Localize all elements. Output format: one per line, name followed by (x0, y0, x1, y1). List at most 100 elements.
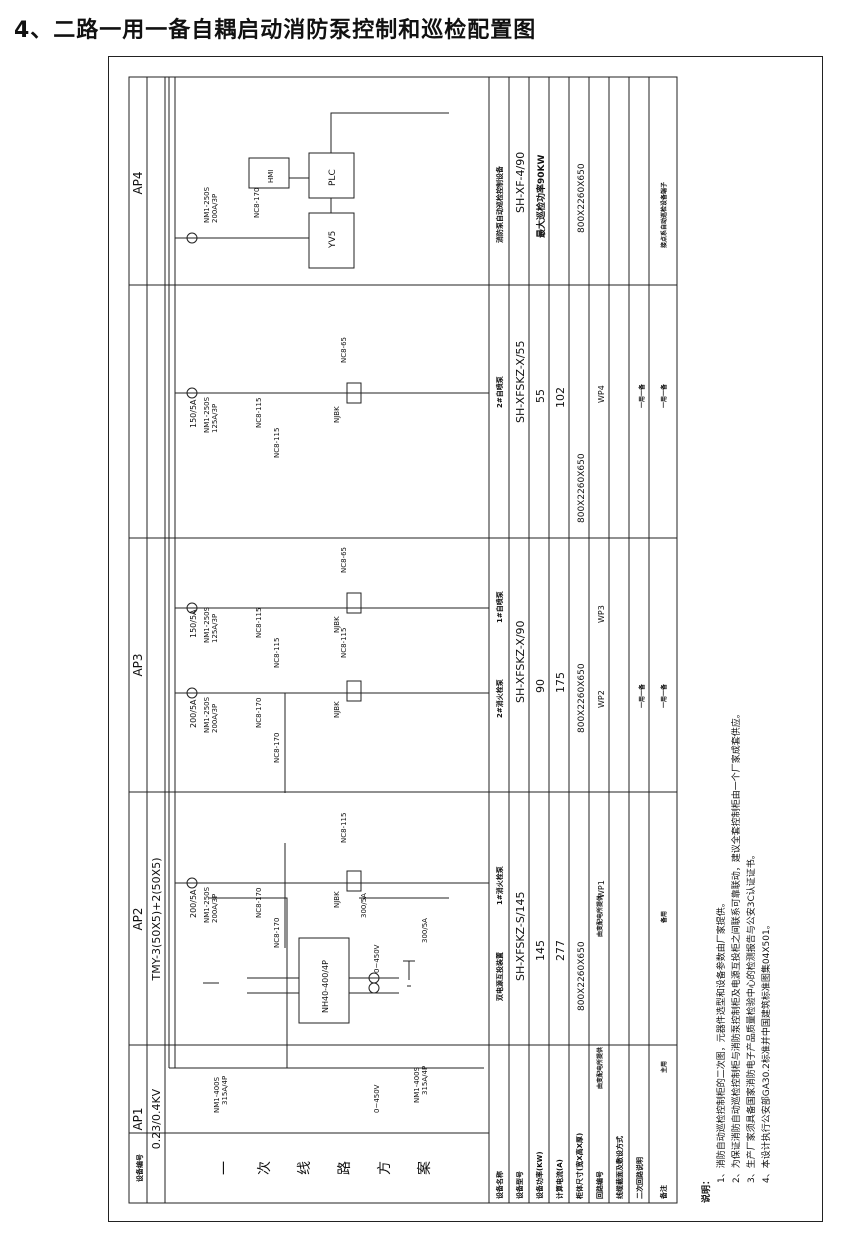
ap4-contactor: NC8-170 (253, 188, 261, 218)
scheme-char-4: 路 (337, 1161, 353, 1175)
ats-label: NH40-400/4P (321, 960, 330, 1013)
ap2-secondary: 一用一备 (638, 683, 646, 708)
row-label: 设备功率(KW) (535, 1151, 544, 1199)
panel-label-ap4: AP4 (131, 171, 145, 194)
drawing-sheet: AP1 AP2 AP3 AP4 0.23/0.4KV TMY-3(50X5)+2… (108, 56, 823, 1222)
ap2-contactor-main: NC8-170 (255, 888, 263, 918)
ap2-name-2: 2#消火栓泵 (495, 679, 504, 718)
ap4-size: 800X2260X650 (577, 163, 587, 233)
ap2-contactor-y: NC8-170 (273, 733, 281, 763)
note-line: 2、为保证消防自动巡检控制柜与消防泵控制柜及电源互投柜之间联系可靠联动，建议全套… (730, 709, 742, 1183)
ap4-circuit (175, 112, 449, 269)
ap1-breaker-1: NM1-400S315A/4P (213, 1076, 229, 1113)
ap2-power: 90 (534, 679, 547, 693)
ap2-circuit-2: WP2 (597, 690, 606, 708)
ap2-contactor-d: NC8-115 (340, 813, 348, 843)
row-label: 设备名称 (495, 1171, 504, 1199)
panel-label-ap2: AP2 (131, 907, 145, 930)
ap3-current: 102 (554, 387, 567, 408)
ap1-cable-a: 由变配电所提供 (596, 1047, 604, 1089)
ap2-note: 一用一备 (660, 683, 668, 708)
notes-heading: 说明： (700, 1176, 712, 1203)
busbar-spec: TMY-3(50X5)+2(50X5) (150, 857, 163, 981)
scheme-char-3: 线 (297, 1161, 313, 1175)
ap3-name-1: 1#自喷泵 (495, 591, 504, 623)
ct-1: 300/5A (360, 893, 368, 918)
hmi-box (248, 157, 290, 189)
ap1-power: 145 (534, 940, 547, 961)
scheme-char-5: 方 (377, 1161, 393, 1175)
row-label: 二次回路说明 (635, 1157, 644, 1199)
ap4-name: 消防泵自动巡检控制设备 (495, 165, 504, 243)
vfd-label: YV5 (328, 231, 338, 249)
ap3-relay: NJBK (333, 406, 341, 423)
schematic-svg: AP1 AP2 AP3 AP4 0.23/0.4KV TMY-3(50X5)+2… (128, 76, 772, 1204)
ap2-circuit-1: WP1 (597, 880, 606, 898)
ap2-breaker: NM1-250S200A/3P (203, 696, 219, 733)
ap3-circuit (175, 382, 489, 614)
ap2-name-1: 1#消火栓泵 (495, 866, 504, 905)
scheme-vertical-label: 一 次 线 路 方 案 (217, 1161, 433, 1175)
hmi-label: HMI (267, 170, 275, 183)
ap3-power: 55 (534, 389, 547, 403)
ap2-contactor-y: NC8-170 (273, 918, 281, 948)
ap3-ct: 150/5A (189, 609, 198, 638)
ap2-model: SH-XFSKZ-X/90 (514, 620, 527, 703)
ap3-size: 800X2260X650 (577, 453, 587, 523)
ap3-secondary: 一用一备 (638, 383, 646, 408)
ap3-circuit-1: WP3 (597, 605, 606, 623)
ap1-size: 800X2260X650 (577, 941, 587, 1011)
notes: 说明： 1、消防自动巡检控制柜的二次图，元器件选型和设备参数由厂家提供。 2、为… (700, 709, 772, 1203)
plc-label: PLC (328, 169, 338, 186)
busbar-voltage: 0.23/0.4KV (150, 1088, 163, 1149)
ap3-contactor-main: NC8-115 (255, 398, 263, 428)
ap4-model: SH-XF-4/90 (514, 152, 527, 213)
ap2-contactor-main: NC8-170 (255, 698, 263, 728)
ap2-ct: 200/5A (189, 889, 198, 918)
ap3-contactor-d: NC8-65 (340, 547, 348, 573)
note-line: 3、生产厂家须具备国家消防电子产品质量检验中心的检测报告与公安3C认证证书。 (745, 850, 757, 1183)
ap2-relay: NJBK (333, 891, 341, 908)
page-title: 4、二路一用一备自耦启动消防泵控制和巡检配置图 (14, 18, 537, 43)
row-label: 备注 (659, 1185, 668, 1200)
left-header: 设备编号 一 次 线 路 方 案 设备名称 设备型号 设备功率(KW) 计算电流… (135, 1133, 668, 1200)
ap3-name-2: 2#自喷泵 (495, 376, 504, 408)
ap2-labels: 200/5A 200/5A NM1-250S200A/3P NM1-250S20… (189, 620, 668, 948)
voltmeter-1: 0~450V (373, 1084, 381, 1113)
frame-grid (128, 76, 678, 1204)
scheme-char-1: 一 (217, 1161, 233, 1175)
ap4-breaker: NM1-250S200A/3P (203, 186, 219, 223)
ap3-labels: 150/5A 150/5A NM1-250S125A/3P NM1-250S12… (189, 337, 668, 668)
note-line: 4、本设计执行公安部GA30.2标准并中国建筑标准图集04X501。 (760, 920, 772, 1183)
ap3-contactor-main: NC8-115 (255, 608, 263, 638)
ap3-breaker: NM1-250S125A/3P (203, 396, 219, 433)
row-label-group: 设备名称 设备型号 设备功率(KW) 计算电流(A) 柜体尺寸(宽X高X厚) 回… (495, 1133, 668, 1200)
busbars (168, 77, 484, 1069)
ap1-name: 双电源互投装置 (495, 952, 504, 1001)
ap3-model: SH-XFSKZ-X/55 (514, 340, 527, 423)
ap3-ct: 150/5A (189, 399, 198, 428)
ap4-labels: NM1-250S200A/3P NC8-170 YV5 PLC HMI 消防泵自… (203, 152, 668, 249)
ap1-circuit (203, 897, 449, 1068)
ap4-power: 最大巡检功率90KW (535, 155, 547, 238)
rotated-drawing: AP1 AP2 AP3 AP4 0.23/0.4KV TMY-3(50X5)+2… (109, 57, 824, 1223)
ap3-breaker: NM1-250S125A/3P (203, 606, 219, 643)
ap3-note: 一用一备 (660, 383, 668, 408)
panel-labels: AP1 AP2 AP3 AP4 0.23/0.4KV TMY-3(50X5)+2… (131, 171, 163, 1149)
ap1-breaker-2: NM1-400S315A/4P (413, 1066, 429, 1103)
ap2-relay: NJBK (333, 701, 341, 718)
ap2-circuit (175, 680, 489, 948)
row-label: 柜体尺寸(宽X高X厚) (575, 1133, 584, 1200)
scheme-char-2: 次 (257, 1161, 273, 1175)
ap2-ct: 200/5A (189, 699, 198, 728)
ap3-contactor-y: NC8-115 (273, 638, 281, 668)
scheme-char-6: 案 (416, 1161, 433, 1175)
row-label: 设备型号 (515, 1171, 524, 1199)
ap2-current: 175 (554, 672, 567, 693)
ap2-breaker: NM1-250S200A/3P (203, 886, 219, 923)
voltmeter-2: 0~450V (373, 944, 381, 973)
row-label: 计算电流(A) (555, 1159, 564, 1199)
row-label: 回路编号 (595, 1171, 604, 1199)
row-label: 线缆截面及敷设方式 (615, 1136, 624, 1199)
ap1-note-a: 主用 (660, 1061, 668, 1073)
